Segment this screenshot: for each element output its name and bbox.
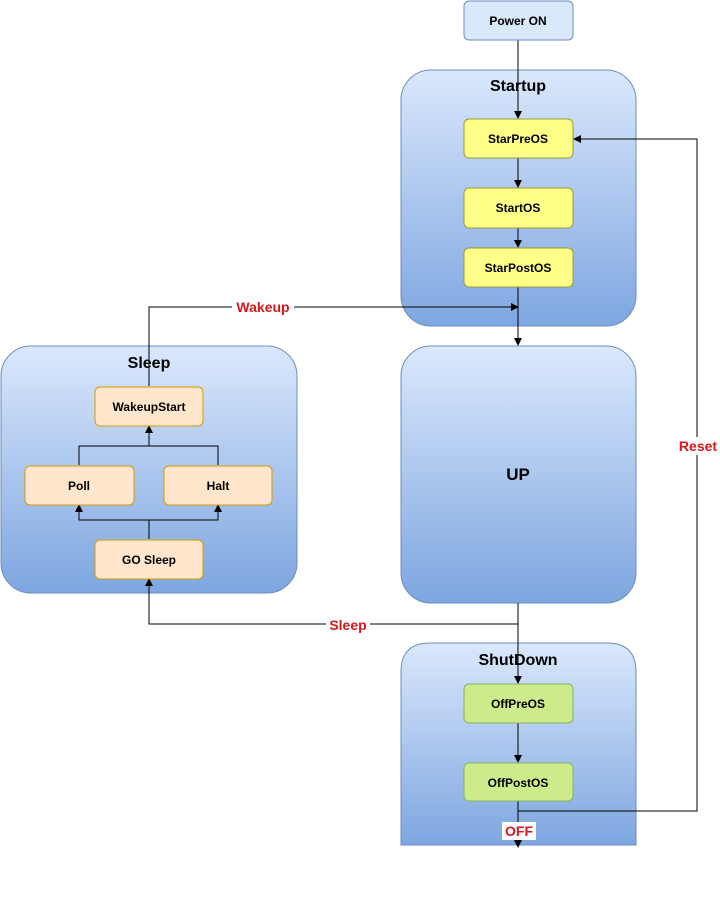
gosleep-node[interactable]: GO Sleep xyxy=(94,539,204,580)
reset-edge-label: Reset xyxy=(679,438,717,454)
edge-labels: Wakeup Sleep Reset OFF xyxy=(232,298,720,840)
wakeupstart-label: WakeupStart xyxy=(113,400,186,414)
edge-halt-to-wakeupstart xyxy=(149,445,219,465)
starpreos-label: StarPreOS xyxy=(488,132,548,146)
edge-gosleep-to-poll xyxy=(75,504,149,521)
offpreos-node[interactable]: OffPreOS xyxy=(463,683,574,724)
power-on-label: Power ON xyxy=(489,14,546,28)
startos-label: StartOS xyxy=(496,201,541,215)
gosleep-label: GO Sleep xyxy=(122,553,176,567)
off-edge-label: OFF xyxy=(505,823,533,839)
wakeup-edge-label: Wakeup xyxy=(236,299,289,315)
edge-wakeup xyxy=(148,303,519,386)
starpreos-node[interactable]: StarPreOS xyxy=(463,118,574,159)
power-on-node[interactable]: Power ON xyxy=(463,0,574,41)
offpreos-label: OffPreOS xyxy=(491,697,545,711)
offpostos-label: OffPostOS xyxy=(488,776,549,790)
starpostos-label: StarPostOS xyxy=(485,261,552,275)
up-state[interactable]: UP xyxy=(400,345,637,604)
starpostos-node[interactable]: StarPostOS xyxy=(463,247,574,288)
sleep-edge-label: Sleep xyxy=(329,617,366,633)
edge-poll-to-wakeupstart xyxy=(78,445,149,465)
offpostos-node[interactable]: OffPostOS xyxy=(463,762,574,802)
up-label: UP xyxy=(506,465,530,484)
poll-node[interactable]: Poll xyxy=(24,465,135,506)
poll-label: Poll xyxy=(68,479,90,493)
wakeupstart-node[interactable]: WakeupStart xyxy=(94,386,204,427)
startos-node[interactable]: StartOS xyxy=(463,187,574,229)
edge-gosleep-to-halt xyxy=(149,504,222,521)
halt-label: Halt xyxy=(207,479,230,493)
connectors xyxy=(75,40,698,848)
halt-node[interactable]: Halt xyxy=(163,465,273,506)
sleep-group: Sleep xyxy=(0,345,298,594)
